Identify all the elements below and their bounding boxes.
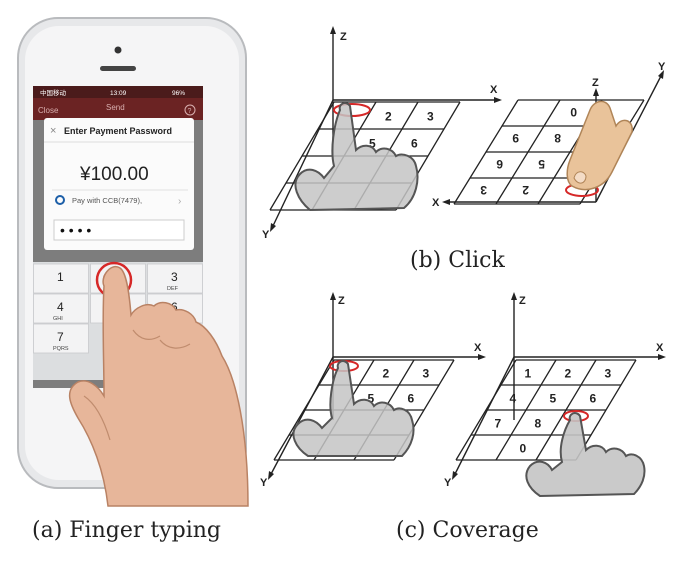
status-bar [33, 86, 203, 98]
keypad-key-7[interactable] [33, 323, 89, 354]
payment-amount: ¥100.00 [79, 164, 149, 185]
password-mask: • • • • [60, 222, 91, 238]
y-axis [453, 356, 515, 477]
grid-key-label: 0 [520, 442, 527, 456]
coverage-left-diagram: 2 3 5 6 Z X Y [260, 292, 486, 489]
axis-label-x: X [490, 84, 498, 96]
grid-key-label: 6 [408, 392, 415, 406]
pointing-hand-icon [292, 360, 415, 457]
status-battery: 96% [172, 90, 185, 97]
grid-key-label: 8 [554, 131, 561, 145]
y-axis-arrow [452, 471, 458, 480]
axis-label-y: Y [444, 477, 452, 489]
thumb-shade [83, 395, 111, 441]
pay-with-chevron-icon[interactable]: › [178, 196, 181, 207]
axis-label-x: X [474, 342, 482, 354]
axis-label-z: Z [592, 77, 599, 89]
pointing-hand-icon [294, 102, 419, 212]
coverage-right-diagram: 1 2 3 4 5 6 7 80 Z X Y [444, 292, 666, 498]
nav-close-button[interactable]: Close [38, 106, 59, 115]
axis-label-y: Y [260, 477, 268, 489]
pointing-hand-icon [525, 412, 646, 498]
grid-key-label: 3 [480, 183, 487, 197]
caption-a: (a) Finger typing [32, 518, 221, 543]
axis-label-z: Z [340, 31, 347, 43]
grid-key-label: 5 [538, 157, 545, 171]
grid-key-label: 6 [411, 137, 418, 151]
grid-key-label: 4 [510, 392, 517, 406]
grid-key-label: 3 [427, 110, 434, 124]
grid-key-label: 6 [496, 157, 503, 171]
bank-logo-icon [55, 195, 65, 205]
axis-label-z: Z [338, 295, 345, 307]
caption-b: (b) Click [410, 248, 505, 273]
grid-key-label: 9 [512, 131, 519, 145]
payment-dialog [44, 118, 194, 250]
keypad-key-4[interactable] [33, 293, 89, 324]
grid-key-label: 0 [570, 105, 577, 119]
grid-key-label: 7 [495, 417, 502, 431]
grid-key-label: 8 [535, 417, 542, 431]
click-left-diagram: 2 3 5 6 Z X Y [262, 26, 502, 241]
axis-label-z: Z [519, 295, 526, 307]
x-axis-arrow [494, 97, 502, 103]
grid-key-label: 2 [522, 183, 529, 197]
grid-key-label: 6 [590, 392, 597, 406]
grid-key-label: 3 [423, 367, 430, 381]
keypad-key-letters: GHI [53, 316, 63, 322]
real-finger-icon [566, 100, 633, 191]
nav-help-button[interactable] [184, 104, 196, 116]
nav-title: Send [106, 103, 125, 112]
axis-label-y: Y [658, 61, 666, 73]
keypad-key-letters: PQRS [53, 346, 69, 352]
axis-label-x: X [656, 342, 664, 354]
y-axis-arrow [268, 471, 274, 480]
keypad-key-3[interactable] [147, 263, 203, 294]
keypad-key-number: 4 [57, 300, 64, 314]
grid-key-label: 5 [368, 392, 375, 406]
dialog-title: Enter Payment Password [64, 126, 172, 136]
nav-help-label: ? [188, 108, 192, 115]
earpiece [100, 66, 136, 71]
y-axis-arrow [270, 223, 276, 232]
y-axis [269, 356, 334, 477]
grid-key-label: 2 [383, 367, 390, 381]
keypad-key-number: 3 [171, 270, 178, 284]
axis-label-y: Y [262, 229, 270, 241]
keypad-key-letters: DEF [167, 286, 179, 292]
click-right-diagram: 0 9 8 6 5 3 2 Z Y X [432, 61, 666, 209]
z-axis-arrow [330, 292, 336, 300]
caption-c: (c) Coverage [396, 518, 539, 543]
typing-hand [68, 265, 249, 507]
x-axis-arrow [478, 354, 486, 360]
nav-bar [33, 98, 203, 120]
grid-key-label: 2 [385, 110, 392, 124]
knuckle-line-1 [132, 329, 161, 340]
y-axis-arrow [658, 70, 664, 79]
keypad-key-number: 7 [57, 330, 64, 344]
grid-key-label: 5 [369, 137, 376, 151]
status-carrier: 中国移动 [40, 88, 67, 97]
pay-with-label[interactable]: Pay with CCB(7479), [72, 196, 142, 205]
keypad-key-1[interactable] [33, 263, 89, 294]
grid-key-label: 1 [525, 367, 532, 381]
z-axis-arrow [330, 26, 336, 34]
dialog-close-icon[interactable]: × [50, 125, 56, 137]
x-axis-arrow [442, 199, 450, 205]
status-time: 13:09 [110, 90, 127, 97]
x-axis-arrow [658, 354, 666, 360]
real-finger-nail [573, 171, 587, 184]
grid-key-label: 3 [605, 367, 612, 381]
front-camera [114, 46, 122, 54]
knuckle-line-2 [159, 339, 191, 349]
axis-label-x: X [432, 197, 440, 209]
grid-key-label: 5 [550, 392, 557, 406]
grid-key-label: 2 [565, 367, 572, 381]
keypad-key-number: 1 [57, 270, 64, 284]
password-input[interactable] [53, 219, 185, 241]
z-axis-arrow [511, 292, 517, 300]
z-axis-arrow [593, 88, 599, 96]
